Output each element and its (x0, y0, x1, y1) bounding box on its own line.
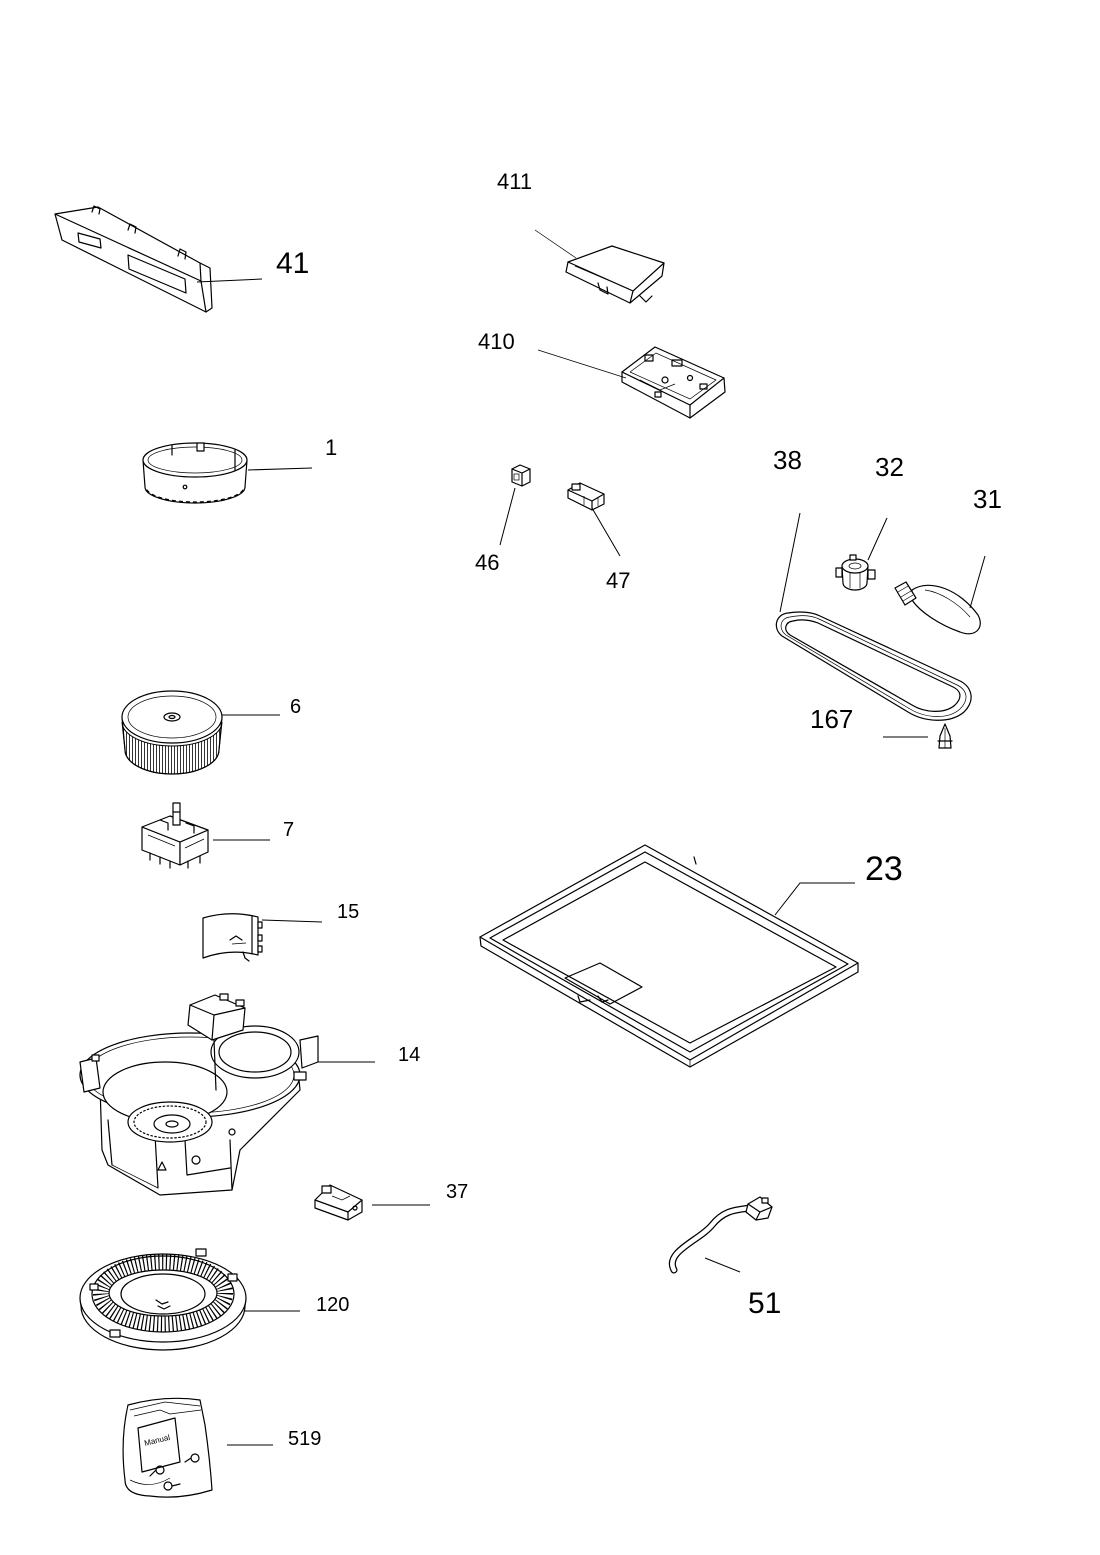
leader-line-32 (867, 517, 888, 561)
leader-line-41 (196, 278, 263, 283)
callout-label-411: 411 (497, 169, 532, 194)
callout-label-14: 14 (398, 1044, 420, 1066)
callout-label-7: 7 (283, 819, 294, 841)
part-37-connector (314, 1184, 363, 1221)
callout-label-519: 519 (288, 1428, 321, 1450)
callout-label-32: 32 (875, 452, 904, 482)
leader-line-410 (537, 349, 627, 379)
leader-line-51 (704, 1257, 741, 1273)
part-47-connector (567, 482, 605, 511)
leader-line-15 (261, 919, 323, 923)
leader-line-1 (247, 467, 313, 471)
callout-label-23: 23 (865, 850, 903, 888)
leader-line-47 (591, 507, 621, 557)
leader-line-411 (534, 229, 577, 259)
callout-label-1: 1 (325, 435, 337, 460)
part-1-ring (142, 442, 248, 504)
callout-label-38: 38 (773, 445, 802, 475)
callout-label-15: 15 (337, 901, 359, 923)
part-7-switch (141, 802, 209, 869)
callout-label-31: 31 (973, 484, 1002, 514)
leader-line-31 (969, 555, 986, 609)
callout-label-167: 167 (810, 704, 853, 734)
part-38-belt-gasket (775, 611, 972, 721)
part-167-clip (937, 723, 953, 749)
part-51-cable (668, 1196, 773, 1274)
leader-line-23 (774, 882, 855, 916)
part-410-board-holder (621, 346, 726, 419)
callout-label-51: 51 (748, 1287, 781, 1320)
callout-label-37: 37 (446, 1181, 468, 1203)
part-31-bulb (894, 581, 981, 635)
part-46-small-switch (511, 464, 531, 487)
part-120-carbon-filter (79, 1248, 247, 1351)
callout-label-120: 120 (316, 1294, 349, 1316)
part-411-cover (565, 245, 665, 304)
callout-label-410: 410 (478, 329, 515, 354)
part-519-accessory-bag: Manual (122, 1397, 213, 1498)
part-32-lamp-holder (835, 554, 876, 591)
callout-label-46: 46 (475, 550, 499, 575)
part-23-filter-frame (479, 844, 859, 1068)
callout-label-41: 41 (276, 247, 309, 280)
leader-line-46 (499, 487, 516, 546)
callout-label-47: 47 (606, 568, 630, 593)
part-15-curved-plate (202, 913, 263, 962)
part-14-blower-housing (79, 993, 319, 1196)
part-41-control-panel (54, 205, 213, 313)
leader-line-38 (779, 512, 801, 613)
callout-label-6: 6 (290, 696, 301, 718)
part-6-fan-wheel (121, 690, 223, 775)
